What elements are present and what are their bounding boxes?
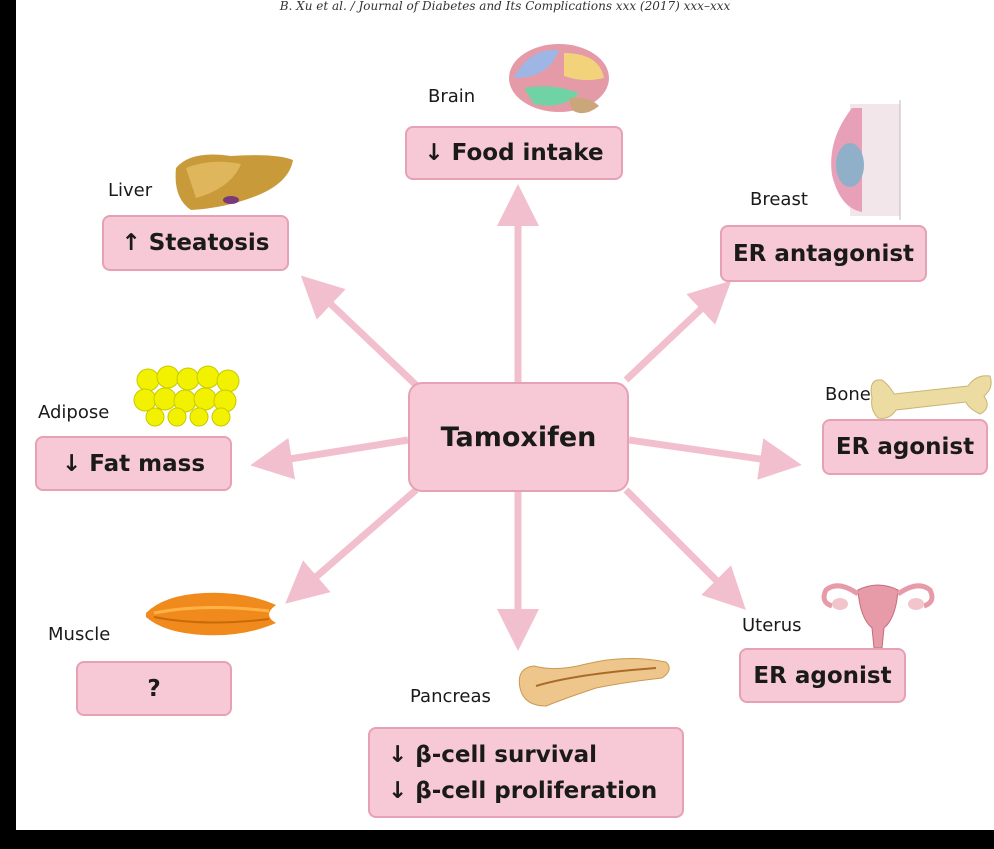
brain-effect-box: ↓ Food intake: [405, 126, 623, 180]
tamoxifen-center-box: Tamoxifen: [408, 382, 629, 492]
muscle-label: Muscle: [48, 624, 110, 645]
liver-label: Liver: [108, 180, 152, 201]
arrow-to-adipose: [271, 440, 408, 462]
uterus-label: Uterus: [742, 615, 802, 636]
liver-effect-box: ↑ Steatosis: [102, 215, 289, 271]
adipose-icon: [133, 365, 243, 427]
arrow-to-muscle: [301, 490, 416, 590]
bone-icon: [868, 368, 994, 422]
adipose-label: Adipose: [38, 402, 109, 423]
uterus-icon: [818, 570, 938, 652]
brain-icon: [504, 38, 614, 120]
arrow-to-uterus: [626, 490, 731, 595]
liver-icon: [171, 148, 301, 218]
brain-label: Brain: [428, 86, 475, 107]
breast-label: Breast: [750, 189, 808, 210]
arrow-to-bone: [629, 440, 781, 462]
pancreas-icon: [516, 648, 676, 712]
arrow-to-breast: [626, 295, 716, 380]
pancreas-effect-proliferation: ↓ β-cell proliferation: [388, 773, 657, 809]
bottom-edge: [16, 830, 994, 849]
uterus-effect-box: ER agonist: [739, 648, 906, 703]
breast-icon: [822, 100, 904, 220]
muscle-icon: [144, 585, 278, 645]
breast-effect-box: ER antagonist: [720, 225, 927, 282]
pancreas-effect-box: ↓ β-cell survival ↓ β-cell proliferation: [368, 727, 684, 818]
pancreas-effect-survival: ↓ β-cell survival: [388, 737, 597, 773]
arrow-to-liver: [316, 290, 416, 385]
diagram-canvas: B. Xu et al. / Journal of Diabetes and I…: [16, 0, 994, 849]
bone-effect-box: ER agonist: [822, 419, 988, 475]
pancreas-label: Pancreas: [410, 686, 491, 707]
bone-label: Bone: [825, 384, 871, 405]
muscle-effect-box: ?: [76, 661, 232, 716]
adipose-effect-box: ↓ Fat mass: [35, 436, 232, 491]
